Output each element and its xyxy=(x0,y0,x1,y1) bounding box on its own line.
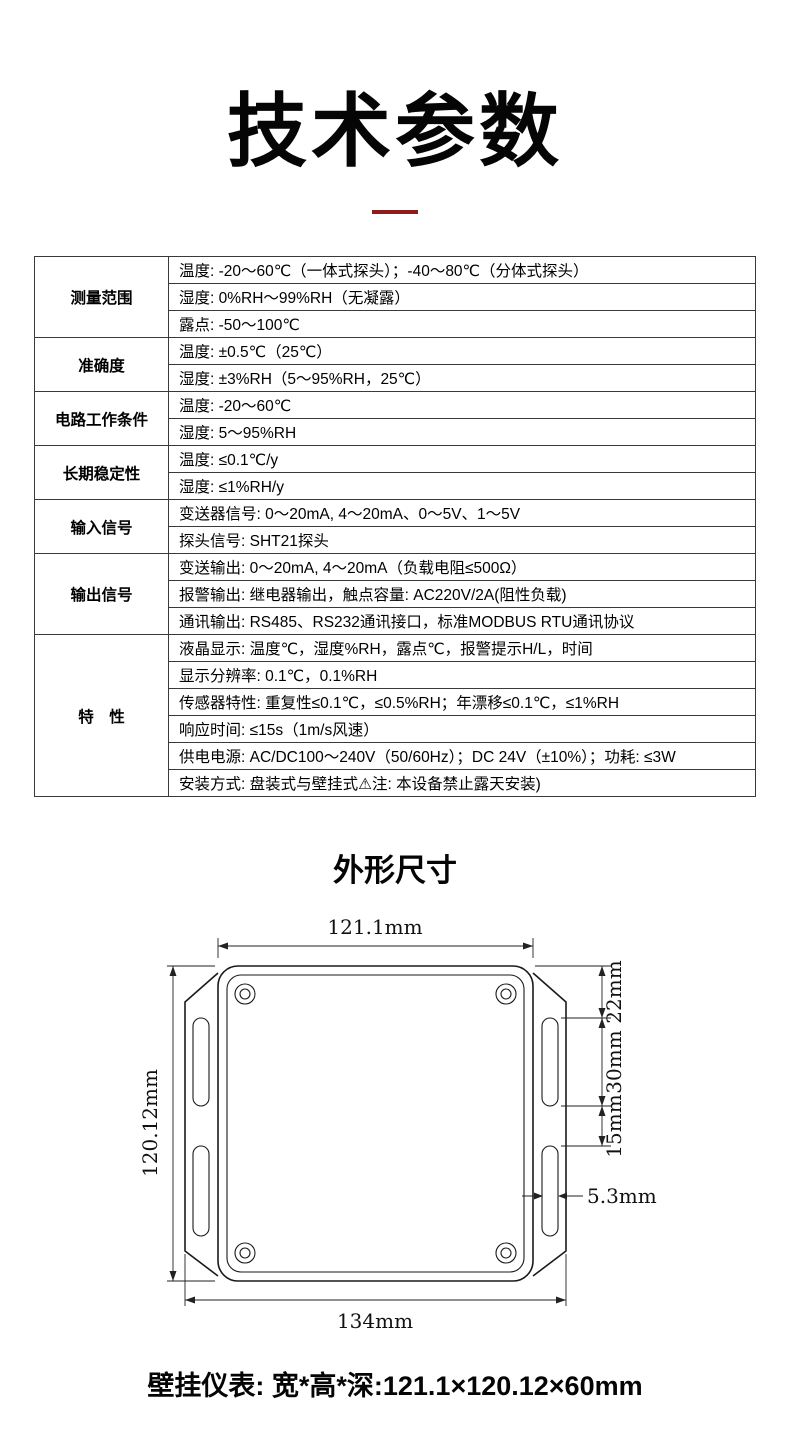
dimension-right-chain: 22mm 30mm 15mm xyxy=(535,960,626,1158)
spec-value-cell: 湿度: 5～95%RH xyxy=(168,418,756,446)
left-slot-bottom xyxy=(192,1145,210,1237)
spec-row: 湿度: 5～95%RH xyxy=(35,418,756,446)
dimensions-section-title: 外形尺寸 xyxy=(333,853,457,888)
dim-label-right-gap: 15mm xyxy=(602,1094,626,1157)
spec-row: 安装方式: 盘装式与壁挂式⚠注: 本设备禁止露天安装) xyxy=(35,769,756,797)
spec-row: 报警输出: 继电器输出，触点容量: AC220V/2A(阻性负载) xyxy=(35,580,756,608)
spec-row: 输入信号变送器信号: 0～20mA, 4～20mA、0～5V、1～5V xyxy=(34,499,756,554)
dimension-slot-width: 5.3mm xyxy=(522,1184,657,1208)
spec-row: 响应时间: ≤15s（1m/s风速） xyxy=(35,715,756,743)
spec-row: 探头信号: SHT21探头 xyxy=(35,526,756,554)
spec-value-cell: 露点: -50～100℃ xyxy=(168,310,756,338)
spec-value-cell: 温度: -20～60℃ xyxy=(168,391,756,419)
wall-mount-size-text: 壁挂仪表: 宽*高*深:121.1×120.12×60mm xyxy=(147,1371,643,1401)
spec-row: 电路工作条件温度: -20～60℃ xyxy=(34,391,756,446)
spec-value-cell: 湿度: ±3%RH（5～95%RH，25℃） xyxy=(168,364,756,392)
dim-label-slot-width: 5.3mm xyxy=(587,1184,657,1208)
spec-value-cell: 温度: ≤0.1℃/y xyxy=(168,445,756,473)
device-body xyxy=(184,965,567,1282)
device-outline-diagram: 121.1mm 120.12mm 22mm 30mm 15mm xyxy=(138,915,657,1333)
dimension-bottom-width: 134mm xyxy=(184,1254,567,1333)
spec-value-cell: 报警输出: 继电器输出，触点容量: AC220V/2A(阻性负载) xyxy=(168,580,756,608)
spec-category-cell: 长期稳定性 xyxy=(34,445,169,500)
right-mounting-ear xyxy=(532,972,567,1277)
spec-table-body: 测量范围温度: -20～60℃（一体式探头）；-40～80℃（分体式探头）湿度:… xyxy=(34,256,756,797)
spec-row: 露点: -50～100℃ xyxy=(35,310,756,338)
spec-category-cell: 准确度 xyxy=(34,337,169,392)
spec-value-cell: 安装方式: 盘装式与壁挂式⚠注: 本设备禁止露天安装) xyxy=(168,769,756,797)
spec-value-cell: 变送输出: 0～20mA, 4～20mA（负载电阻≤500Ω） xyxy=(168,553,756,581)
spec-row: 特 性液晶显示: 温度℃，湿度%RH，露点℃，报警提示H/L，时间 xyxy=(34,634,756,797)
corner-screws xyxy=(234,983,517,1264)
spec-category-cell: 测量范围 xyxy=(34,256,169,338)
right-slot-bottom xyxy=(541,1145,559,1237)
spec-category-cell: 输出信号 xyxy=(34,553,169,635)
right-slot-top xyxy=(541,1017,559,1107)
dimension-left-height: 120.12mm xyxy=(138,965,215,1282)
spec-row: 传感器特性: 重复性≤0.1℃，≤0.5%RH；年漂移≤0.1℃，≤1%RH xyxy=(35,688,756,716)
spec-value-cell: 显示分辨率: 0.1℃，0.1%RH xyxy=(168,661,756,689)
spec-value-cell: 供电电源: AC/DC100～240V（50/60Hz）；DC 24V（±10%… xyxy=(168,742,756,770)
spec-row: 湿度: 0%RH～99%RH（无凝露） xyxy=(35,283,756,311)
spec-row: 长期稳定性温度: ≤0.1℃/y xyxy=(34,445,756,500)
spec-row: 测量范围温度: -20～60℃（一体式探头）；-40～80℃（分体式探头） xyxy=(34,256,756,338)
title-underline-divider xyxy=(372,210,418,214)
dim-label-right-mid: 30mm xyxy=(602,1030,626,1093)
left-mounting-ear xyxy=(184,972,219,1277)
page-title: 技术参数 xyxy=(227,87,563,176)
spec-value-cell: 变送器信号: 0～20mA, 4～20mA、0～5V、1～5V xyxy=(168,499,756,527)
spec-table: 测量范围温度: -20～60℃（一体式探头）；-40～80℃（分体式探头）湿度:… xyxy=(34,256,756,797)
spec-row: 准确度温度: ±0.5℃（25℃） xyxy=(34,337,756,392)
spec-category-cell: 特 性 xyxy=(34,634,169,797)
spec-value-cell: 液晶显示: 温度℃，湿度%RH，露点℃，报警提示H/L，时间 xyxy=(168,634,756,662)
spec-value-cell: 传感器特性: 重复性≤0.1℃，≤0.5%RH；年漂移≤0.1℃，≤1%RH xyxy=(168,688,756,716)
dim-label-right-top: 22mm xyxy=(602,960,626,1023)
dim-label-bottom-width: 134mm xyxy=(337,1309,413,1333)
spec-value-cell: 探头信号: SHT21探头 xyxy=(168,526,756,554)
dimension-drawing: 121.1mm 120.12mm 22mm 30mm 15mm xyxy=(115,906,675,1338)
left-slot-top xyxy=(192,1017,210,1107)
spec-value-cell: 温度: ±0.5℃（25℃） xyxy=(168,337,756,365)
spec-value-cell: 通讯输出: RS485、RS232通讯接口，标准MODBUS RTU通讯协议 xyxy=(168,607,756,635)
spec-row: 显示分辨率: 0.1℃，0.1%RH xyxy=(35,661,756,689)
spec-category-cell: 输入信号 xyxy=(34,499,169,554)
spec-row: 通讯输出: RS485、RS232通讯接口，标准MODBUS RTU通讯协议 xyxy=(35,607,756,635)
spec-value-cell: 湿度: 0%RH～99%RH（无凝露） xyxy=(168,283,756,311)
spec-value-cell: 响应时间: ≤15s（1m/s风速） xyxy=(168,715,756,743)
dimension-top-width: 121.1mm xyxy=(217,915,534,958)
dim-label-left-height: 120.12mm xyxy=(138,1069,162,1177)
spec-value-cell: 湿度: ≤1%RH/y xyxy=(168,472,756,500)
dim-label-top-width: 121.1mm xyxy=(327,915,422,939)
spec-category-cell: 电路工作条件 xyxy=(34,391,169,446)
spec-row: 供电电源: AC/DC100～240V（50/60Hz）；DC 24V（±10%… xyxy=(35,742,756,770)
spec-row: 输出信号变送输出: 0～20mA, 4～20mA（负载电阻≤500Ω） xyxy=(34,553,756,635)
spec-value-cell: 温度: -20～60℃（一体式探头）；-40～80℃（分体式探头） xyxy=(168,256,756,284)
